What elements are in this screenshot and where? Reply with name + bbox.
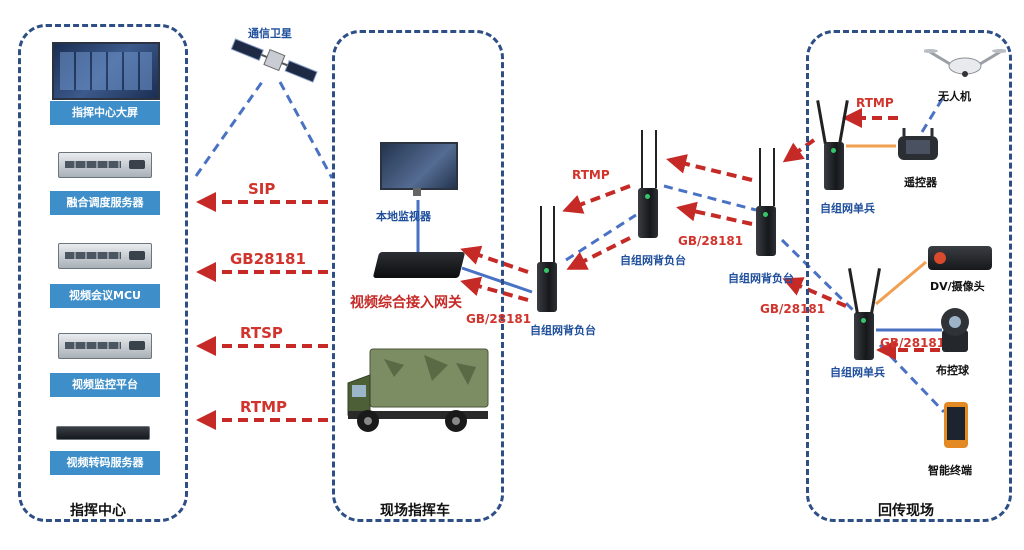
command-center-label-fusion: 融合调度服务器 (50, 191, 160, 215)
arrow-soldier1-backpack3 (782, 138, 816, 163)
antenna-icon (655, 130, 657, 188)
backpack-radio-2-icon (638, 188, 658, 238)
backpack-radio-3-icon (756, 206, 776, 256)
soldier-radio-2-icon (854, 312, 874, 360)
satellite-label: 通信卫星 (248, 27, 292, 40)
local-monitor-label: 本地监视器 (376, 210, 431, 223)
gateway-icon (372, 252, 466, 278)
mcu-server-icon (58, 243, 152, 269)
command-vehicle-icon (347, 348, 489, 432)
sat-link-left (194, 81, 264, 177)
local-monitor-icon (380, 142, 458, 190)
monitor-platform-icon (58, 333, 152, 359)
antenna-icon (540, 206, 542, 262)
backpack-radio-3-label: 自组网背负台 (728, 272, 794, 285)
backpack-radio-1-icon (537, 262, 557, 312)
field-gb-label-right: GB/28181 (880, 336, 946, 350)
link-soldier2-camera (875, 260, 927, 306)
link-backpack2-backpack3 (663, 184, 757, 212)
protocol-gb28181: GB28181 (230, 250, 306, 268)
command-center-label-platform: 视频监控平台 (50, 373, 160, 397)
arrow-backpack1-gateway-gb (460, 276, 529, 302)
link-backpack3-soldier2 (780, 238, 857, 314)
relay-gb-label-1: GB/28181 (466, 312, 532, 326)
protocol-rtmp: RTMP (240, 398, 288, 416)
protocol-sip: SIP (248, 180, 276, 198)
dv-camera-icon (928, 246, 992, 270)
sat-link-right (278, 81, 334, 179)
command-center-label-transcode: 视频转码服务器 (50, 451, 160, 475)
vehicle-title: 现场指挥车 (380, 503, 450, 519)
arrow-soldier2-backpack3 (782, 277, 847, 308)
soldier-radio-2-label: 自组网单兵 (830, 366, 885, 379)
remote-controller-label: 遥控器 (904, 176, 937, 189)
satellite-icon (230, 38, 318, 83)
link-drone-remote (920, 95, 946, 133)
display-grid-icon (60, 52, 152, 90)
relay-gb-label-2: GB/28181 (678, 234, 744, 248)
arrow-backpack3-backpack2-rtmp (666, 154, 753, 182)
smart-terminal-label: 智能终端 (928, 464, 972, 477)
camera-lens-icon (934, 252, 946, 264)
fusion-server-icon (58, 152, 152, 178)
field-rtmp-label: RTMP (856, 96, 894, 110)
soldier-radio-1-label: 自组网单兵 (820, 202, 875, 215)
command-center-label-display: 指挥中心大屏 (50, 101, 160, 125)
backpack-radio-1-label: 自组网背负台 (530, 324, 596, 337)
arrow-backpack3-backpack2-gb (676, 201, 753, 226)
terminal-screen-icon (947, 407, 965, 440)
link-gateway-backpack1 (461, 266, 533, 294)
monitor-stand-icon (413, 188, 421, 196)
field-zone (806, 30, 1012, 522)
remote-controller-icon (898, 128, 938, 160)
relay-rtmp-label: RTMP (572, 168, 610, 182)
dv-camera-label: DV/摄像头 (930, 280, 985, 293)
arrow-backpack1-gateway-rtmp (460, 245, 529, 274)
command-center-zone (18, 24, 188, 522)
command-center-label-mcu: 视频会议MCU (50, 284, 160, 308)
command-center-title: 指挥中心 (70, 503, 126, 519)
antenna-icon (759, 148, 761, 206)
arrow-backpack2-backpack1-rtmp (562, 184, 631, 214)
drone-label: 无人机 (938, 90, 971, 103)
transcode-server-icon (56, 426, 150, 440)
gateway-label: 视频综合接入网关 (350, 295, 462, 311)
antenna-icon (641, 130, 643, 188)
ptz-camera-label: 布控球 (936, 364, 969, 377)
vehicle-zone (332, 30, 504, 522)
protocol-rtsp: RTSP (240, 324, 283, 342)
command-center-display (52, 42, 160, 100)
drone-icon (924, 49, 1006, 77)
field-gb-label-left: GB/28181 (760, 302, 826, 316)
field-title: 回传现场 (878, 503, 934, 519)
smart-terminal-icon (944, 402, 968, 448)
antenna-icon (553, 206, 555, 262)
ptz-camera-icon (941, 308, 969, 352)
antenna-icon (773, 148, 775, 206)
arrow-backpack2-backpack1-gb (566, 236, 631, 270)
soldier-radio-1-icon (824, 142, 844, 190)
backpack-radio-2-label: 自组网背负台 (620, 254, 686, 267)
